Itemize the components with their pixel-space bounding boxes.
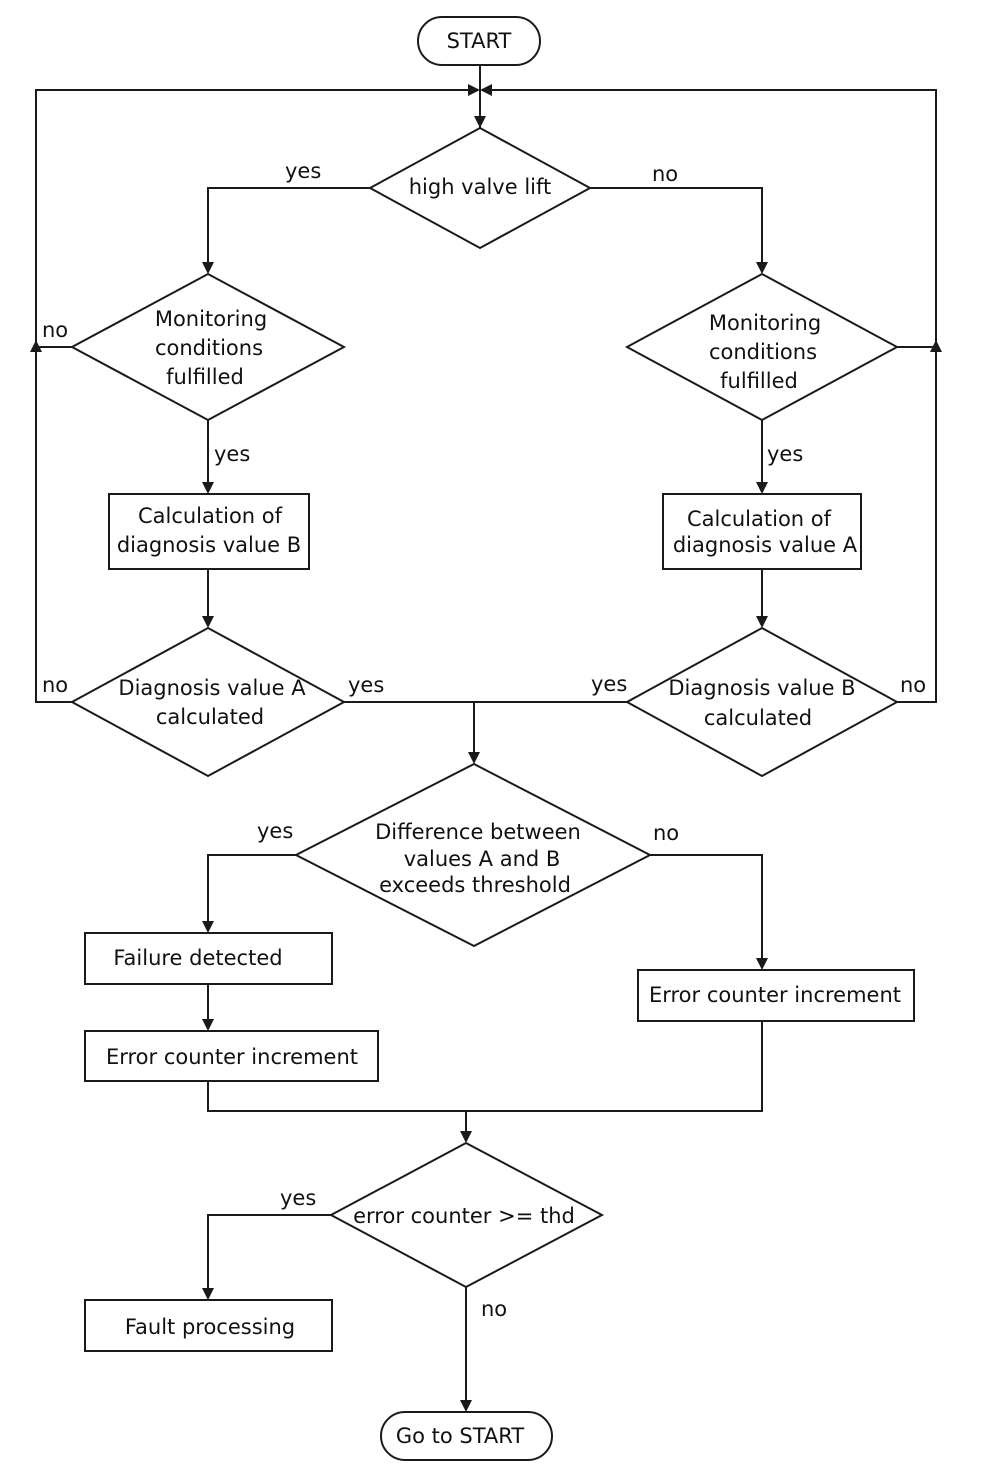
diag-b-line-1: Diagnosis value B xyxy=(668,676,855,700)
diag-a-line-2: calculated xyxy=(156,705,264,729)
connector-left-diag-no xyxy=(35,350,72,703)
decision-diag-a-calculated: Diagnosis value A calculated xyxy=(69,626,347,778)
diag-a-line-1: Diagnosis value A xyxy=(118,676,306,700)
arrow-into-calc-b xyxy=(202,482,214,494)
arrow-into-diag-b xyxy=(756,616,768,628)
diff-line-1: Difference between xyxy=(375,820,581,844)
mon-right-line-1: Monitoring xyxy=(709,311,821,335)
go-to-start-node: Go to START xyxy=(380,1411,553,1461)
decision-monitoring-right: Monitoring conditions fulfilled xyxy=(624,272,900,422)
arrow-into-mon-right xyxy=(756,262,768,274)
mon-left-line-3: fulfilled xyxy=(166,365,244,389)
diff-line-3: exceeds threshold xyxy=(379,873,571,897)
label-diag-b-no: no xyxy=(900,673,926,697)
connector-diff-yes xyxy=(207,854,296,931)
process-error-increment-left: Error counter increment xyxy=(84,1030,379,1082)
hvl-label: high valve lift xyxy=(409,175,552,199)
process-fault-processing: Fault processing xyxy=(84,1299,333,1352)
arrow-into-failure xyxy=(202,921,214,933)
decision-error-counter: error counter >= thd xyxy=(328,1141,605,1289)
calc-b-line-1: Calculation of xyxy=(138,504,283,528)
calc-b-line-2: diagnosis value B xyxy=(117,533,301,557)
process-error-increment-right: Error counter increment xyxy=(637,969,915,1022)
mon-left-line-2: conditions xyxy=(155,336,263,360)
err-left-label: Error counter increment xyxy=(106,1045,358,1069)
diag-b-line-2: calculated xyxy=(704,706,812,730)
start-label: START xyxy=(447,29,512,53)
label-counter-no: no xyxy=(481,1297,507,1321)
arrow-right-loop-merge xyxy=(480,84,492,96)
process-failure-detected: Failure detected xyxy=(84,932,333,985)
arrow-right-loop-up xyxy=(930,340,942,352)
decision-difference: Difference between values A and B exceed… xyxy=(293,762,653,948)
arrow-into-err-right xyxy=(756,958,768,970)
arrow-into-hvl xyxy=(474,116,486,128)
branch-labels: yes no no yes yes no yes yes no yes no y… xyxy=(42,159,926,1321)
connector-hvl-no xyxy=(590,187,763,272)
label-hvl-no: no xyxy=(652,162,678,186)
connector-err-left-merge xyxy=(207,1021,763,1112)
arrow-into-diag-a xyxy=(202,616,214,628)
process-calc-b: Calculation of diagnosis value B xyxy=(108,493,310,570)
counter-label: error counter >= thd xyxy=(353,1204,575,1228)
connector-right-loop-top xyxy=(486,89,937,350)
arrowheads xyxy=(30,84,942,1412)
arrow-into-fault xyxy=(202,1288,214,1300)
label-diag-a-yes: yes xyxy=(348,673,384,697)
label-diag-b-yes: yes xyxy=(591,672,627,696)
process-calc-a: Calculation of diagnosis value A xyxy=(662,493,862,570)
arrow-into-mon-left xyxy=(202,262,214,274)
label-hvl-yes: yes xyxy=(285,159,321,183)
arrow-left-loop-up xyxy=(30,340,42,352)
diff-line-2: values A and B xyxy=(404,847,561,871)
arrow-left-loop-merge xyxy=(468,84,480,96)
label-mon-left-yes: yes xyxy=(214,442,250,466)
label-diff-yes: yes xyxy=(257,819,293,843)
mon-right-line-3: fulfilled xyxy=(720,369,798,393)
label-diff-no: no xyxy=(653,821,679,845)
connector-hvl-yes xyxy=(207,187,370,272)
decision-diag-b-calculated: Diagnosis value B calculated xyxy=(624,626,900,778)
connector-left-loop-top xyxy=(35,89,474,350)
calc-a-line-2: diagnosis value A xyxy=(673,533,858,557)
err-right-label: Error counter increment xyxy=(649,983,901,1007)
go-start-label: Go to START xyxy=(396,1424,525,1448)
fault-label: Fault processing xyxy=(125,1315,295,1339)
mon-left-line-1: Monitoring xyxy=(155,307,267,331)
arrow-into-err-left xyxy=(202,1019,214,1031)
failure-label: Failure detected xyxy=(113,946,282,970)
connector-counter-yes xyxy=(207,1214,331,1298)
connector-right-diag-no xyxy=(897,350,937,703)
label-counter-yes: yes xyxy=(280,1186,316,1210)
calc-a-line-1: Calculation of xyxy=(687,507,832,531)
decision-monitoring-left: Monitoring conditions fulfilled xyxy=(69,272,347,422)
label-mon-right-yes: yes xyxy=(767,442,803,466)
arrow-into-difference xyxy=(468,752,480,764)
label-diag-a-no: no xyxy=(42,673,68,697)
mon-right-line-2: conditions xyxy=(709,340,817,364)
start-node: START xyxy=(417,16,541,66)
decision-high-valve-lift: high valve lift xyxy=(367,126,593,250)
connector-diff-no xyxy=(650,854,763,968)
arrow-into-counter xyxy=(460,1131,472,1143)
arrow-into-go-start xyxy=(460,1400,472,1412)
arrow-into-calc-a xyxy=(756,482,768,494)
label-mon-left-no: no xyxy=(42,318,68,342)
